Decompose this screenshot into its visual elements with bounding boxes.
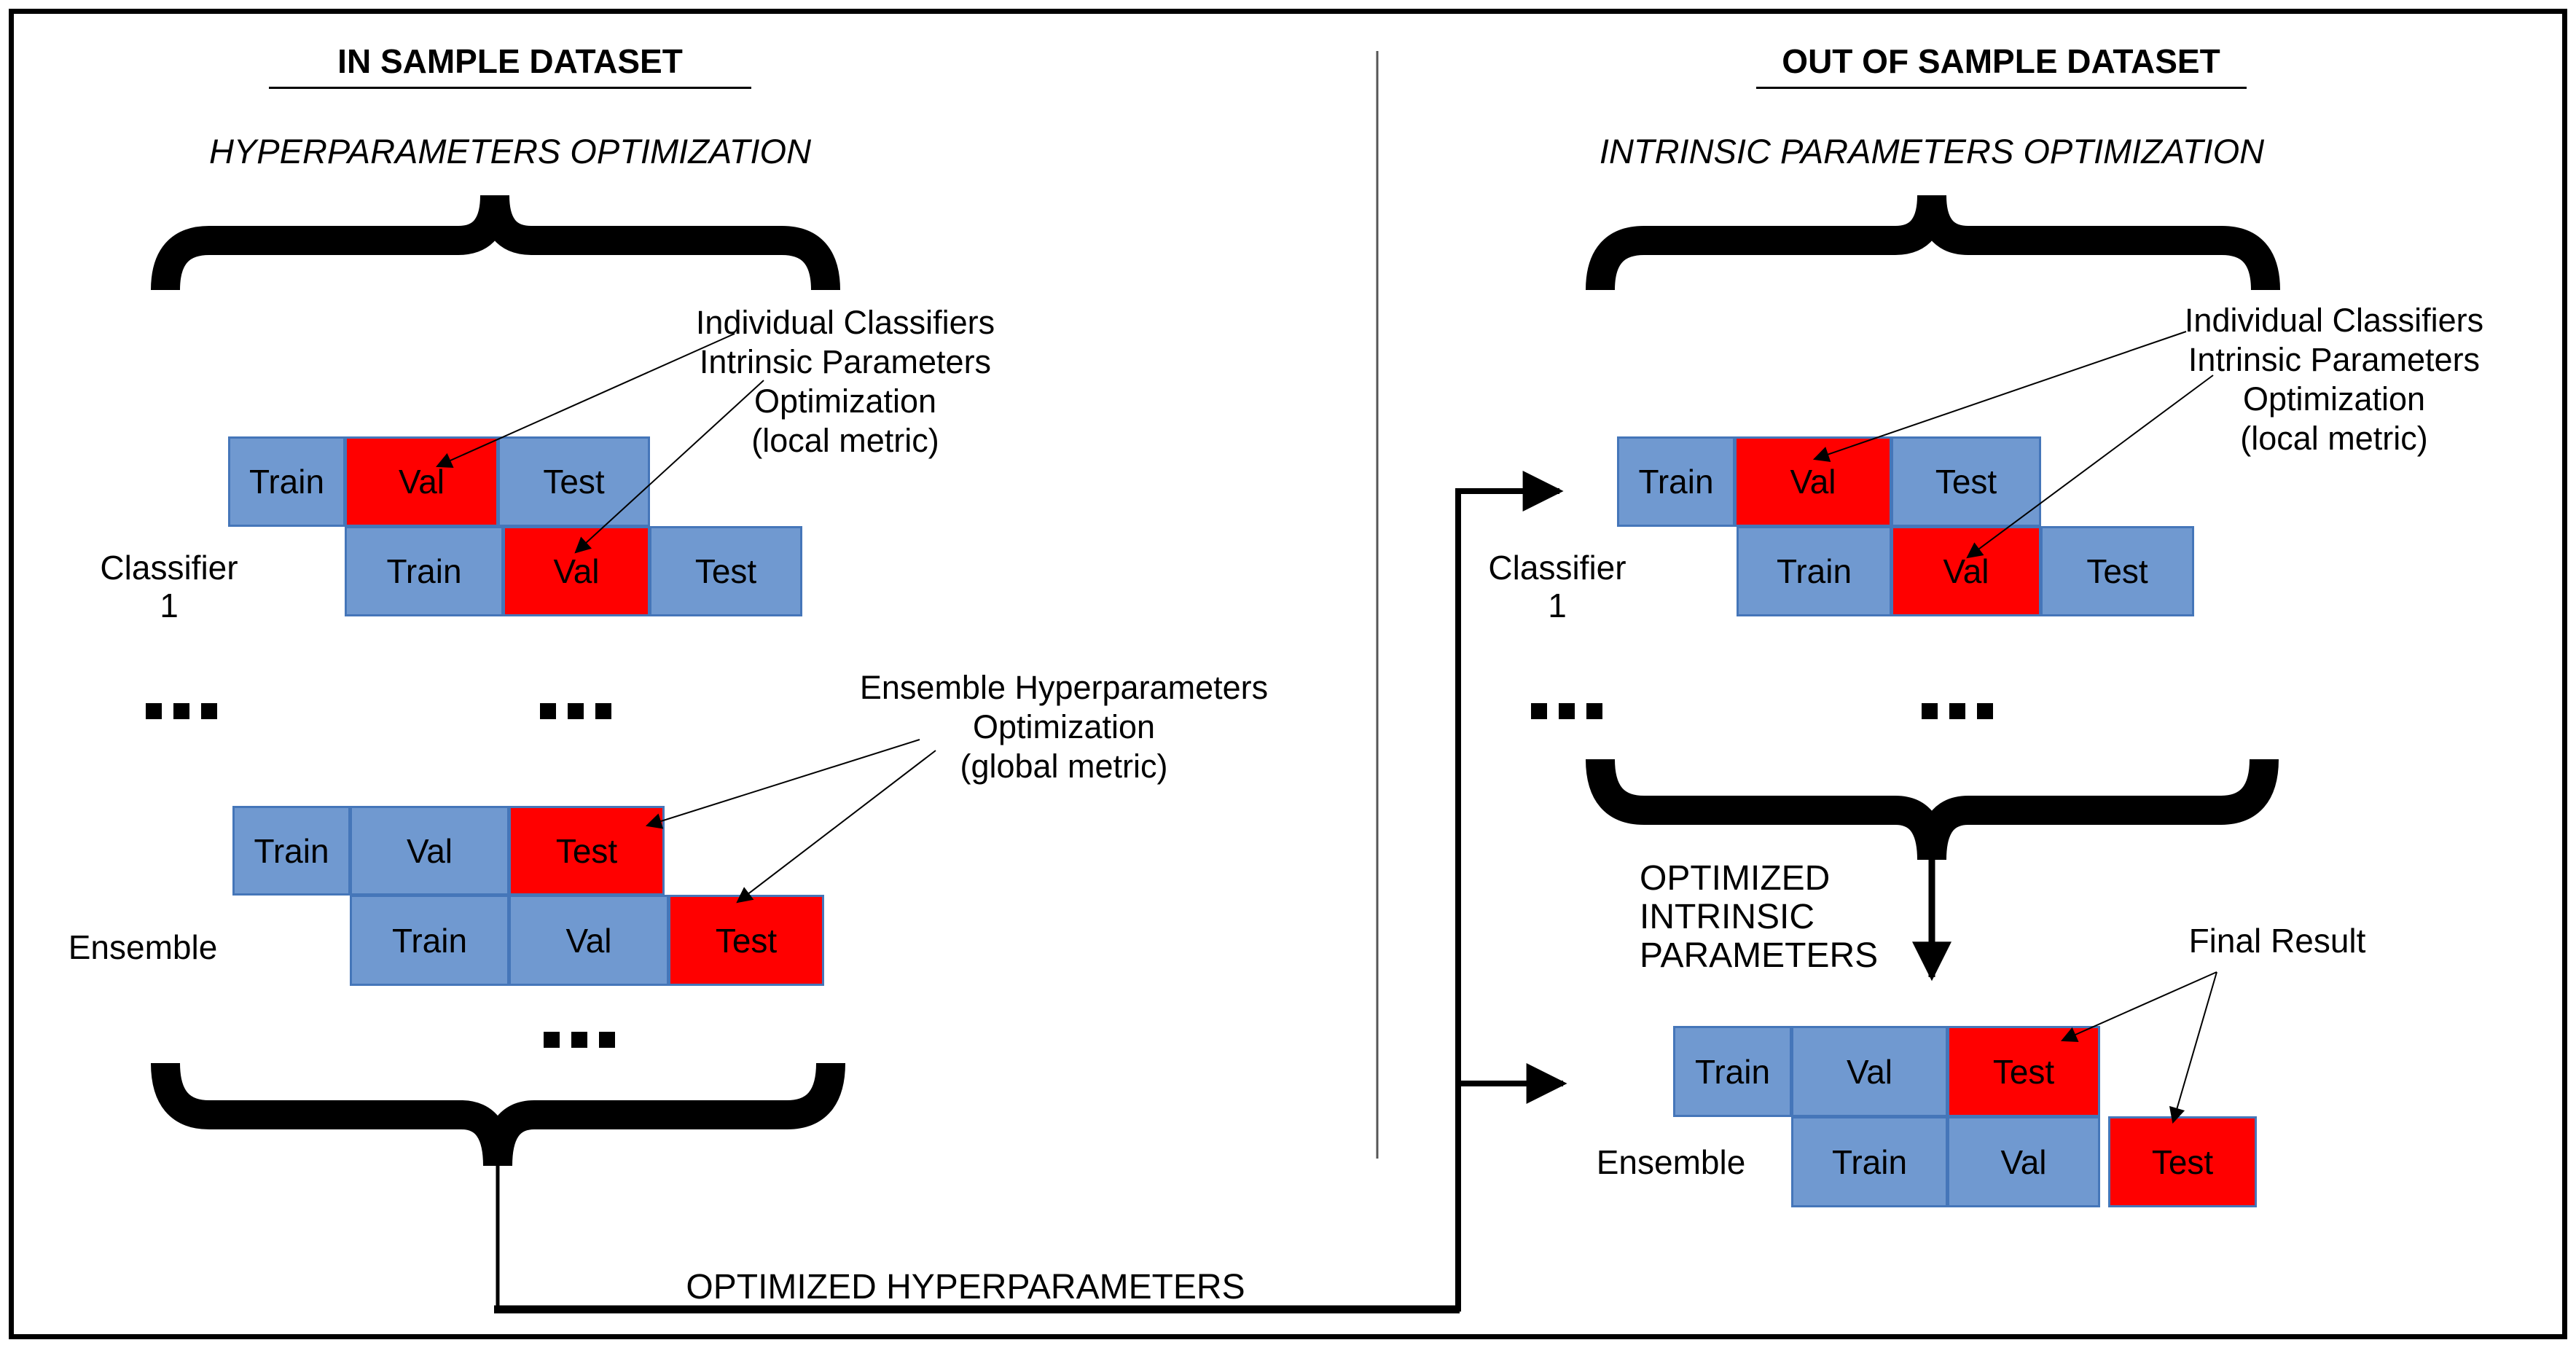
dot: [540, 703, 556, 719]
test-block-highlighted: Test: [1947, 1026, 2100, 1117]
brace-out-sample-middle: [1586, 759, 2279, 861]
test-block-highlighted: Test: [509, 806, 665, 896]
val-block-highlighted: Val: [345, 436, 498, 527]
train-block: Train: [232, 806, 351, 896]
test-block-highlighted: Test: [668, 895, 824, 986]
annotation-line: Intrinsic Parameters: [2188, 341, 2481, 378]
val-block: Val: [350, 806, 509, 896]
out-sample-title: OUT OF SAMPLE DATASET: [1782, 42, 2220, 80]
optimized-intrinsic-line: INTRINSIC: [1640, 898, 1814, 936]
brace-in-sample-bottom: [151, 1062, 845, 1167]
test-block: Test: [498, 436, 650, 527]
ensemble-hyperparameters-annotation: Ensemble Hyperparameters Optimization (g…: [860, 668, 1268, 786]
train-block: Train: [350, 895, 509, 986]
in-sample-title: IN SAMPLE DATASET: [337, 42, 683, 80]
individual-classifiers-annotation-right: Individual Classifiers Intrinsic Paramet…: [2185, 301, 2483, 458]
annotation-line: Ensemble Hyperparameters: [859, 669, 1269, 706]
val-block: Val: [1791, 1026, 1948, 1117]
ellipsis-dots: [1922, 703, 1993, 719]
in-sample-subtitle: HYPERPARAMETERS OPTIMIZATION: [208, 132, 812, 171]
dot: [571, 1032, 587, 1048]
train-block: Train: [1673, 1026, 1792, 1117]
train-block: Train: [228, 436, 345, 527]
ellipsis-dots: [540, 703, 611, 719]
dot: [1949, 703, 1965, 719]
pointer-line-val2-left: [574, 380, 764, 554]
classifier-label-line: Classifier: [100, 549, 238, 587]
optimized-hyperparameters-label: OPTIMIZED HYPERPARAMETERS: [686, 1268, 1245, 1306]
train-block: Train: [345, 526, 504, 616]
ellipsis-dots: [146, 703, 217, 719]
dot: [201, 703, 217, 719]
pointer-line-final-result-1: [2060, 971, 2217, 1043]
pointer-line-val1-right: [1812, 331, 2187, 462]
dot: [1586, 703, 1602, 719]
classifier-label-line: Classifier: [1488, 549, 1626, 587]
test-block: Test: [649, 526, 802, 616]
val-block-highlighted: Val: [1891, 526, 2041, 616]
annotation-line: Optimization: [753, 383, 937, 420]
train-block: Train: [1617, 436, 1735, 527]
annotation-line: (local metric): [751, 422, 939, 459]
dot: [1977, 703, 1993, 719]
individual-classifiers-annotation-left: Individual Classifiers Intrinsic Paramet…: [696, 303, 995, 461]
pointer-line-test2-left: [736, 750, 936, 904]
val-block-highlighted: Val: [503, 526, 650, 616]
ensemble-label-right: Ensemble: [1596, 1143, 1746, 1181]
classifier-1-label-right: Classifier 1: [1488, 549, 1626, 624]
dot: [595, 703, 611, 719]
val-block: Val: [509, 895, 669, 986]
annotation-line: (local metric): [2240, 420, 2428, 457]
dot: [1559, 703, 1575, 719]
annotation-line: Intrinsic Parameters: [699, 343, 992, 380]
test-block: Test: [2040, 526, 2194, 616]
in-sample-title-underline: [269, 87, 751, 89]
optimized-intrinsic-line: OPTIMIZED: [1640, 859, 1831, 898]
pointer-line-final-result-2: [2169, 971, 2217, 1124]
test-block: Test: [1891, 436, 2041, 527]
optimized-intrinsic-line: PARAMETERS: [1640, 936, 1879, 975]
annotation-line: Individual Classifiers: [2184, 302, 2484, 339]
classifier-label-line: 1: [1548, 587, 1567, 624]
pointer-line-val2-right: [1966, 375, 2214, 559]
dot: [1922, 703, 1938, 719]
test-block-highlighted: Test: [2108, 1116, 2257, 1207]
ensemble-label-left: Ensemble: [68, 928, 218, 966]
dot: [1531, 703, 1547, 719]
dot: [544, 1032, 560, 1048]
out-sample-title-underline: [1756, 87, 2247, 89]
brace-out-sample-top: [1586, 195, 2280, 291]
annotation-line: Optimization: [972, 708, 1156, 745]
out-sample-subtitle: INTRINSIC PARAMETERS OPTIMIZATION: [1599, 132, 2265, 171]
brace-in-sample-top: [151, 195, 840, 291]
ellipsis-dots: [544, 1032, 615, 1048]
dot: [568, 703, 584, 719]
classifier-label-line: 1: [160, 587, 179, 624]
train-block: Train: [1791, 1116, 1948, 1207]
train-block: Train: [1737, 526, 1892, 616]
annotation-line: Optimization: [2242, 380, 2426, 418]
classifier-1-label-left: Classifier 1: [100, 549, 238, 624]
dot: [173, 703, 189, 719]
optimized-intrinsic-parameters-label: OPTIMIZED INTRINSIC PARAMETERS: [1640, 859, 1878, 975]
pointer-line-val1-left: [435, 333, 735, 468]
annotation-line: (global metric): [960, 748, 1168, 785]
ellipsis-dots: [1531, 703, 1602, 719]
pointer-line-test1-left: [645, 739, 920, 829]
dot: [599, 1032, 615, 1048]
dot: [146, 703, 162, 719]
val-block: Val: [1947, 1116, 2100, 1207]
final-result-label: Final Result: [2188, 922, 2366, 960]
annotation-line: Individual Classifiers: [695, 304, 995, 341]
